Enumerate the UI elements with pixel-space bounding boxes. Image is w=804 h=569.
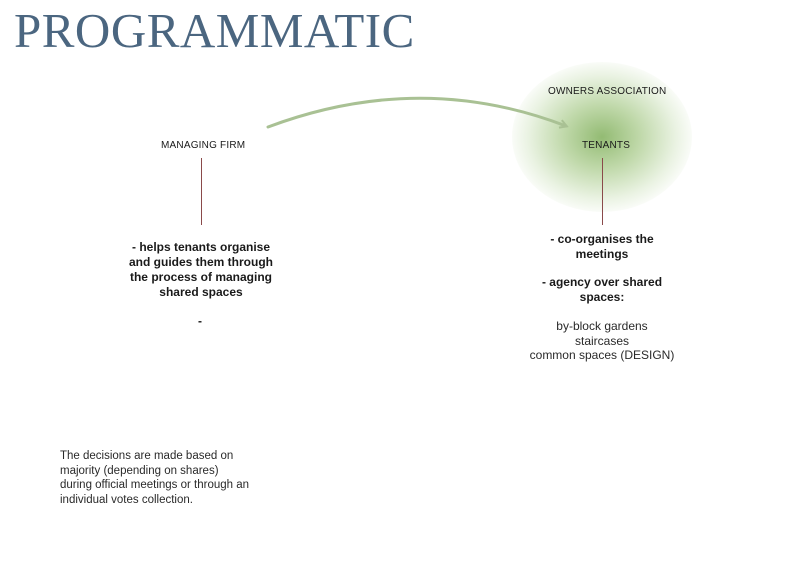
tenants-agency-line: spaces: (579, 290, 625, 304)
firm-desc-line: and guides them through (129, 255, 273, 269)
tenants-role: - co-organises the meetings (532, 232, 672, 262)
tenants-label: TENANTS (582, 140, 631, 151)
list-item: common spaces (DESIGN) (529, 348, 675, 362)
tenants-connector (602, 158, 603, 225)
managing-firm-connector (201, 158, 202, 225)
firm-desc-line: shared spaces (159, 285, 243, 299)
list-item: staircases (574, 333, 630, 348)
managing-firm-dash: - (198, 314, 202, 328)
managing-firm-description: - helps tenants organise and guides them… (114, 240, 288, 300)
decision-note-line: The decisions are made based on (60, 450, 234, 462)
shared-spaces-list: by-block gardens staircases common space… (520, 319, 684, 363)
tenants-agency: - agency over shared spaces: (532, 275, 672, 305)
tenants-agency-line: - agency over shared (541, 275, 663, 289)
firm-desc-line: the process of managing (129, 270, 273, 284)
tenants-role-line: - co-organises the (550, 232, 654, 246)
decision-note: The decisions are made based on majority… (60, 449, 280, 507)
firm-desc-line: - helps tenants organise (131, 240, 271, 254)
decision-note-line: majority (depending on shares) (60, 464, 219, 477)
decision-note-line: during official meetings or through an (60, 479, 250, 491)
owners-association-label: OWNERS ASSOCIATION (548, 86, 667, 97)
managing-firm-label: MANAGING FIRM (161, 140, 246, 151)
page-title: PROGRAMMATIC (14, 3, 415, 58)
decision-note-line: individual votes collection. (60, 493, 193, 506)
arrow-firm-to-tenants (266, 96, 566, 127)
tenants-role-line: meetings (575, 247, 629, 261)
list-item: by-block gardens (556, 319, 648, 333)
